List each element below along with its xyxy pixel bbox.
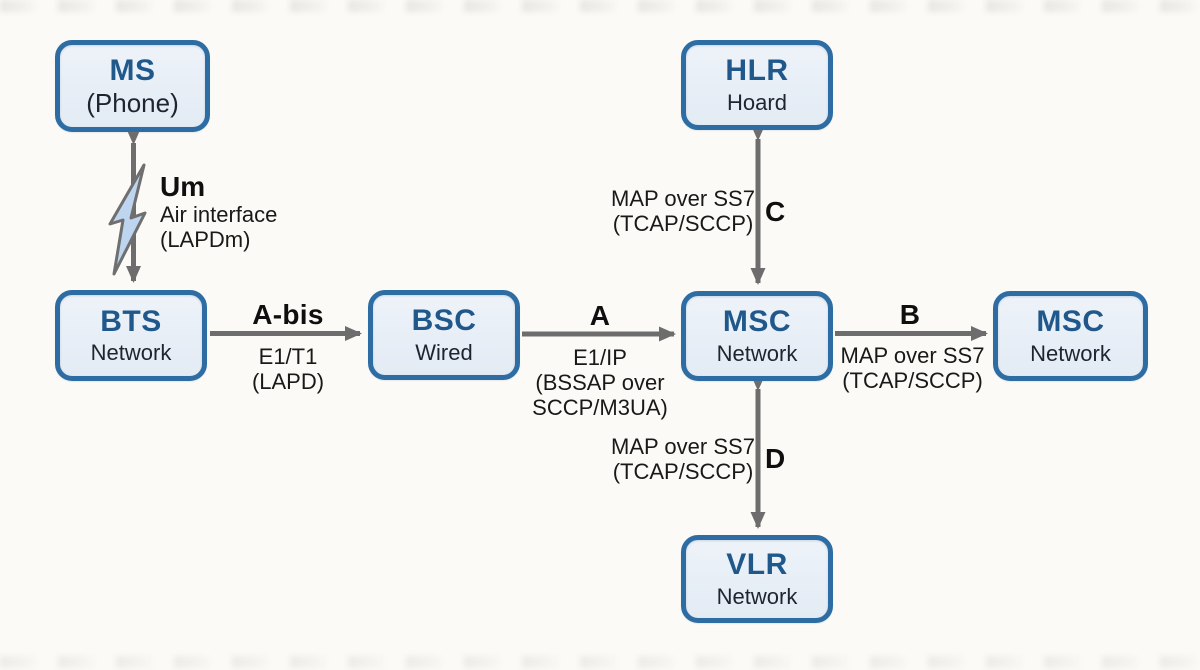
a-detail-2: (BSSAP over: [535, 370, 665, 395]
node-bsc-title: BSC: [411, 304, 477, 338]
d-detail-1: MAP over SS7: [611, 434, 755, 459]
node-hlr: HLR Hoard: [681, 40, 833, 130]
node-msc-center-title: MSC: [722, 305, 792, 339]
node-bsc: BSC Wired: [368, 290, 520, 380]
node-msc-right: MSC Network: [993, 291, 1148, 381]
node-bts: BTS Network: [55, 290, 207, 381]
d-label: D: [765, 443, 786, 474]
c-detail-2: (TCAP/SCCP): [612, 211, 754, 236]
node-msc-right-subtitle: Network: [1030, 340, 1111, 366]
node-vlr: VLR Network: [681, 535, 833, 623]
top-artifact-band: [0, 0, 1200, 12]
node-hlr-subtitle: Hoard: [727, 89, 787, 115]
um-detail-1: Air interface: [160, 202, 278, 227]
d-detail: MAP over SS7 (TCAP/SCCP): [598, 434, 768, 484]
abis-detail-2: (LAPD): [251, 369, 325, 394]
b-detail-2: (TCAP/SCCP): [842, 368, 983, 393]
node-msc-center-subtitle: Network: [716, 340, 798, 366]
node-vlr-title: VLR: [726, 548, 788, 582]
a-detail-1: E1/IP: [573, 345, 627, 370]
a-label: A: [589, 300, 611, 331]
lightning-bolt-icon: [108, 163, 147, 276]
bottom-artifact-band: [0, 656, 1200, 668]
abis-detail: E1/T1 (LAPD): [208, 344, 368, 394]
node-ms-title: MS: [109, 53, 156, 87]
a-detail: E1/IP (BSSAP over SCCP/M3UA): [495, 345, 705, 420]
um-detail-2: (LAPDm): [160, 227, 251, 252]
node-bts-subtitle: Network: [90, 340, 172, 366]
d-detail-2: (TCAP/SCCP): [612, 459, 754, 484]
b-detail: MAP over SS7 (TCAP/SCCP): [820, 343, 1005, 393]
node-bts-title: BTS: [100, 304, 162, 338]
node-hlr-title: HLR: [725, 54, 789, 88]
um-label-block: Um Air interface (LAPDm): [160, 171, 278, 253]
node-ms-subtitle: (Phone): [86, 88, 179, 119]
node-vlr-subtitle: Network: [716, 583, 798, 609]
b-label: B: [899, 299, 921, 330]
node-msc-center: MSC Network: [681, 291, 833, 381]
c-label: C: [765, 196, 786, 227]
c-detail: MAP over SS7 (TCAP/SCCP): [598, 186, 768, 236]
a-detail-3: SCCP/M3UA): [532, 395, 668, 420]
node-bsc-subtitle: Wired: [415, 339, 473, 365]
node-ms: MS (Phone): [55, 40, 210, 132]
c-detail-1: MAP over SS7: [611, 186, 755, 211]
b-detail-1: MAP over SS7: [840, 343, 985, 368]
um-label: Um: [160, 171, 206, 202]
abis-detail-1: E1/T1: [258, 344, 318, 369]
abis-label: A-bis: [252, 299, 324, 330]
node-msc-right-title: MSC: [1036, 305, 1105, 339]
